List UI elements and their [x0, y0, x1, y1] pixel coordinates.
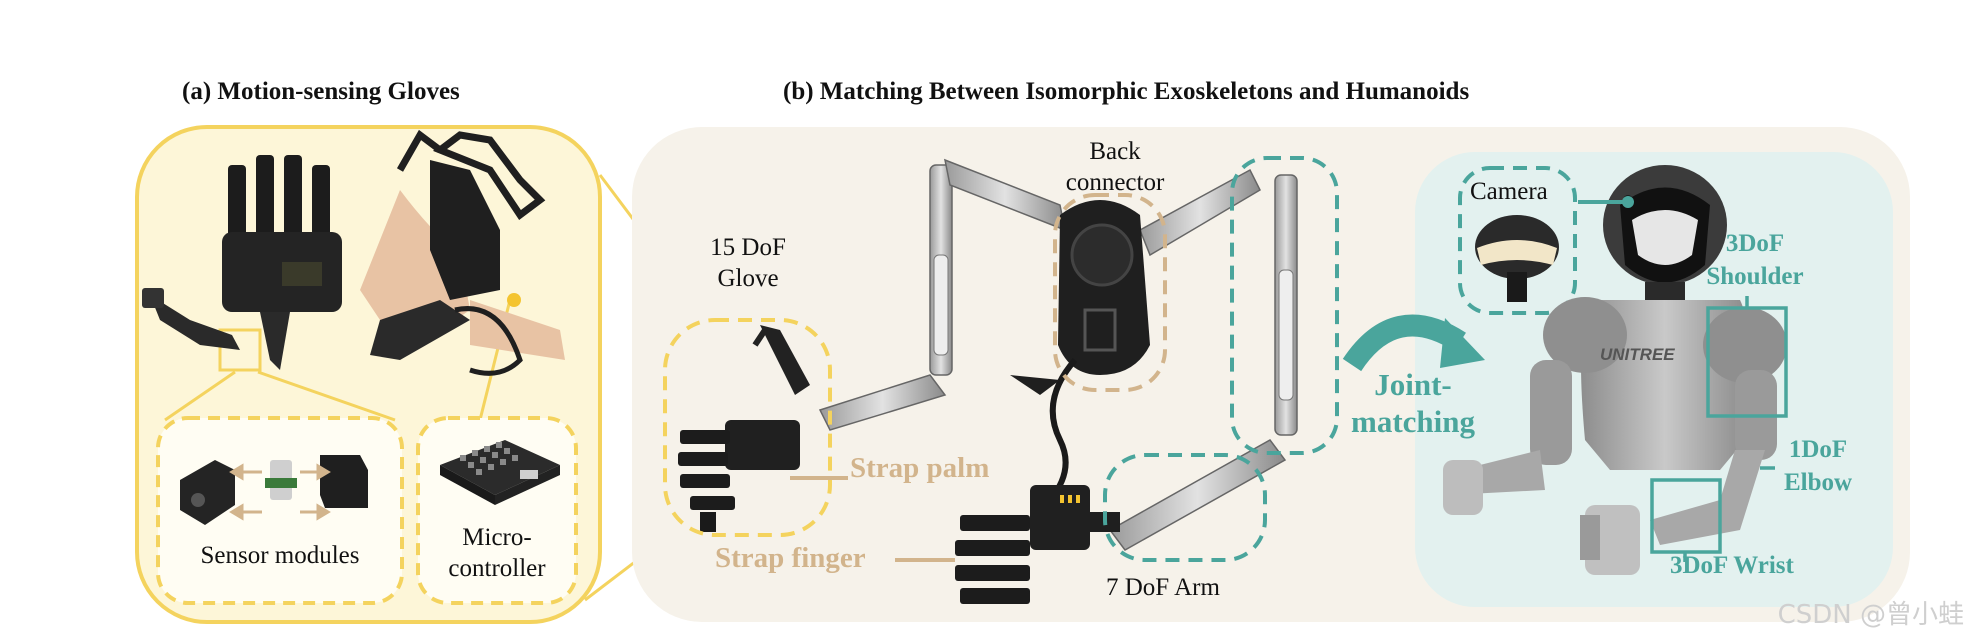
elbow-dof-label-line1: 1DoF	[1788, 436, 1848, 463]
camera-leader-line	[1578, 196, 1634, 208]
sensor-modules-label: Sensor modules	[200, 542, 360, 569]
glove-dof-label-line2: Glove	[717, 265, 779, 293]
shoulder-dof-label-line2: Shoulder	[1706, 262, 1804, 290]
microcontroller-illustration	[440, 440, 560, 505]
glove-dof-label-line1: 15 DoF	[710, 234, 786, 261]
strap-finger-label: Strap finger	[715, 542, 866, 574]
joint-matching-label-line2: matching	[1351, 404, 1475, 440]
sensor-modules-illustration	[180, 455, 368, 525]
glove-left-illustration	[142, 155, 342, 370]
back-connector-label-line2: connector	[1065, 169, 1165, 197]
robot-logo-text: UNITREE	[1600, 345, 1675, 364]
microcontroller-label-line1: Micro-	[462, 524, 532, 551]
microcontroller-label: Micro- controller	[420, 522, 574, 585]
glove-dof-label: 15 DoF Glove	[688, 232, 808, 295]
elbow-dof-label: 1DoF Elbow	[1768, 434, 1868, 499]
joint-matching-label: Joint- matching	[1338, 366, 1488, 440]
elbow-dof-label-line2: Elbow	[1783, 468, 1853, 496]
panel-b-dashed-regions	[663, 156, 1577, 562]
wrist-dof-label: 3DoF Wrist	[1670, 552, 1794, 579]
arm-dof-label: 7 DoF Arm	[1106, 574, 1220, 601]
camera-label: Camera	[1470, 178, 1548, 205]
exoskeleton-illustration	[818, 158, 1298, 551]
glove-right-illustration	[360, 129, 565, 376]
panel-a-title: (a) Motion-sensing Gloves	[182, 78, 460, 105]
strap-palm-label: Strap palm	[850, 452, 990, 484]
panel-b-title: (b) Matching Between Isomorphic Exoskele…	[783, 78, 1470, 105]
microcontroller-label-line2: controller	[448, 555, 546, 583]
shoulder-dof-label: 3DoF Shoulder	[1700, 228, 1810, 293]
joint-matching-label-line1: Joint-	[1374, 367, 1452, 402]
glove-zoom-square	[218, 328, 262, 372]
joint-leader-lines	[1683, 296, 1775, 562]
back-connector-label-line1: Back	[1089, 138, 1141, 165]
strap-leader-lines	[790, 476, 955, 562]
watermark: CSDN @曾小蛙	[1777, 600, 1964, 630]
humanoid-robot-illustration	[1443, 165, 1787, 575]
exoskeleton-glove-upper	[678, 325, 810, 532]
shoulder-dof-label-line1: 3DoF	[1725, 230, 1785, 257]
back-connector-label: Back connector	[1045, 136, 1185, 199]
joint-matching-arrow	[1342, 314, 1485, 372]
